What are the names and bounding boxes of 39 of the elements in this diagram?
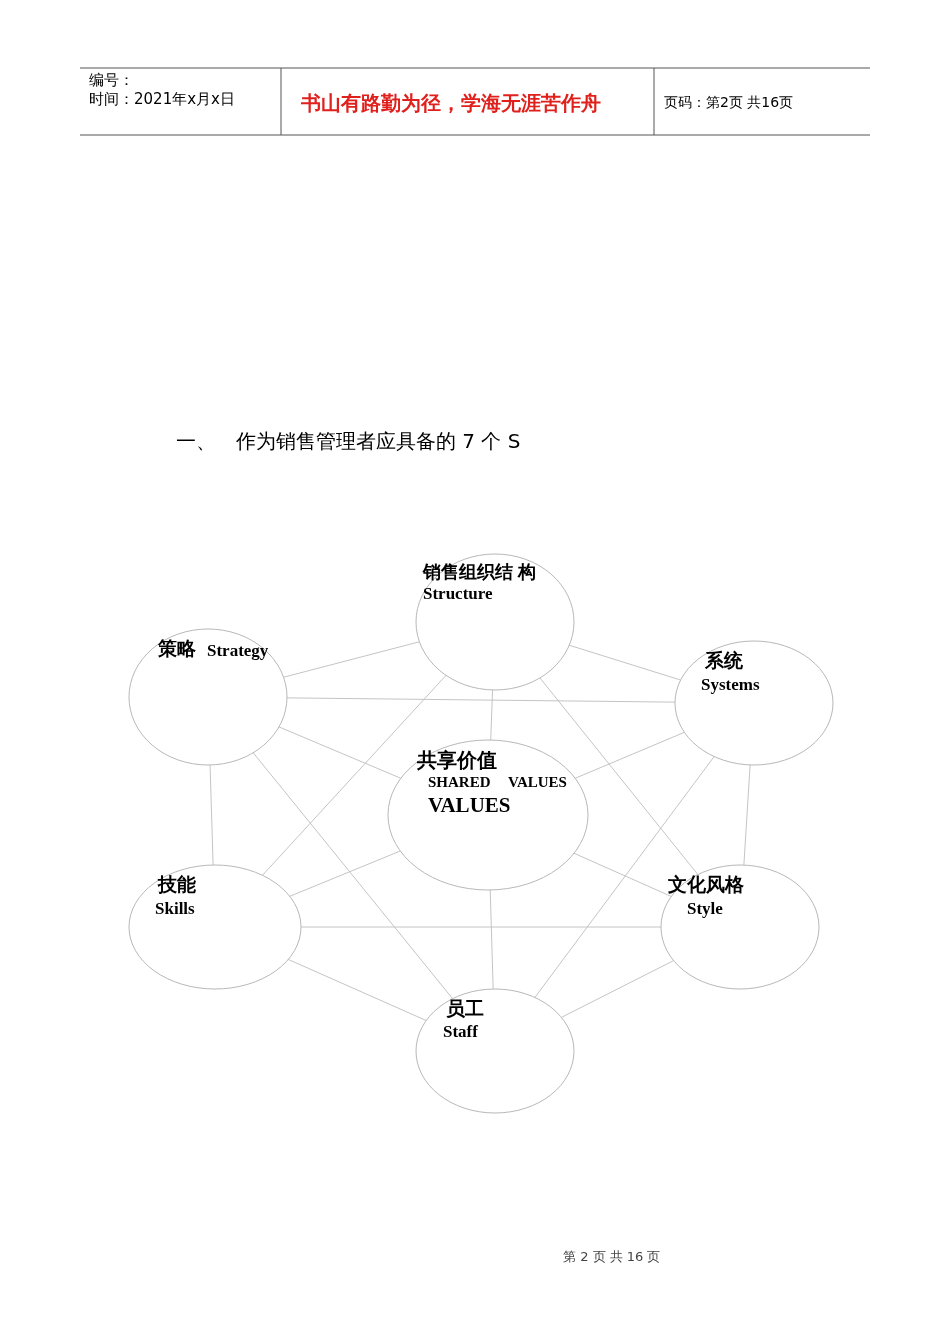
- connector-line: [568, 644, 682, 681]
- connector-line: [743, 764, 751, 866]
- connector-line: [289, 850, 401, 897]
- connector-line: [283, 641, 420, 678]
- header-motto: 书山有路勤为径，学海无涯苦作舟: [301, 90, 601, 117]
- node-title: 技能: [158, 874, 196, 897]
- section-number: 一、: [176, 428, 216, 455]
- section-heading: 作为销售管理者应具备的 7 个 S: [236, 428, 521, 455]
- node-subtitle: Skills: [155, 899, 195, 920]
- node-title: 共享价值: [417, 748, 497, 772]
- connector-line: [252, 752, 454, 1000]
- connector-line: [489, 889, 494, 990]
- node-subtitle: Strategy: [207, 641, 269, 662]
- header-text: 编号：: [89, 71, 134, 90]
- node-subtitle: Structure: [423, 584, 493, 605]
- node-subtitle: VALUES: [428, 793, 511, 819]
- connector-line: [539, 677, 699, 875]
- node-subtitle: Staff: [443, 1022, 478, 1043]
- node-title: 销售组织结 构: [423, 562, 536, 584]
- header-text: 时间：2021年x月x日: [89, 90, 235, 109]
- connector-line: [286, 697, 676, 703]
- connector-line: [534, 756, 715, 998]
- header-text: 页码：第2页 共16页: [664, 94, 794, 112]
- node-subtitle: Style: [687, 899, 723, 920]
- page-footer: 第 2 页 共 16 页: [563, 1248, 661, 1266]
- connector-line: [560, 960, 675, 1018]
- connector-line: [209, 764, 214, 866]
- connector-line: [262, 674, 447, 876]
- node-title: 文化风格: [668, 874, 744, 897]
- node-title: 员工: [446, 998, 484, 1021]
- node-subtitle: Systems: [701, 675, 760, 696]
- connector-line: [278, 726, 402, 779]
- connector-line: [490, 689, 493, 741]
- connector-line: [574, 731, 685, 779]
- connector-line: [573, 852, 672, 897]
- node-title: 系统: [705, 650, 743, 673]
- connector-line: [287, 959, 427, 1021]
- node-subtitle: SHARED VALUES: [428, 773, 567, 791]
- node-title: 策略: [158, 638, 196, 661]
